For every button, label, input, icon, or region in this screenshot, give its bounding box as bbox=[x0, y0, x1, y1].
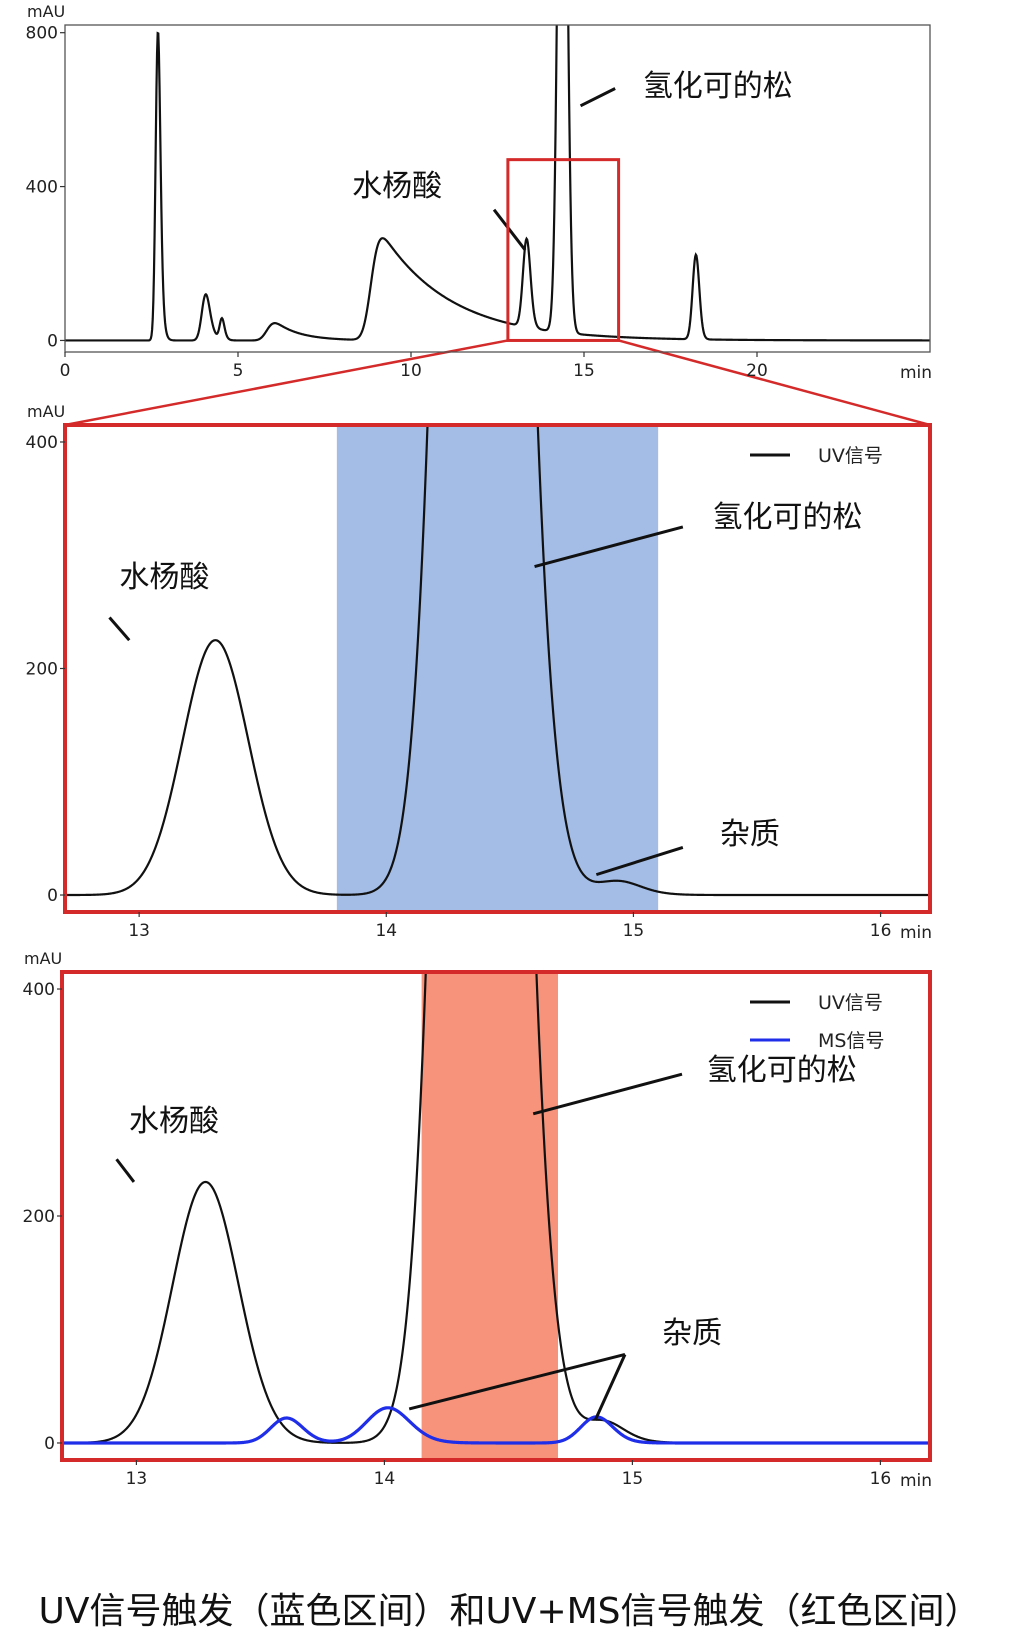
annotation-leader-line bbox=[408, 1353, 626, 1411]
x-tick-label: 13 bbox=[128, 921, 150, 941]
peak-annotation: 杂质 bbox=[720, 817, 780, 852]
peak-annotation: 氢化可的松 bbox=[643, 69, 793, 104]
annotation-leader-line bbox=[492, 208, 527, 251]
x-tick-label: 16 bbox=[870, 921, 892, 941]
x-axis-unit: min bbox=[900, 923, 932, 943]
peak-annotation: 水杨酸 bbox=[119, 560, 209, 595]
y-tick-label: 200 bbox=[23, 1207, 55, 1227]
annotation-leader-line bbox=[532, 1072, 683, 1116]
plot-area bbox=[65, 425, 930, 897]
x-tick-label: 15 bbox=[622, 1469, 644, 1489]
plot-area bbox=[65, 25, 930, 342]
blue-trigger-window bbox=[336, 425, 659, 912]
y-axis-unit: mAU bbox=[27, 2, 65, 21]
y-tick-label: 400 bbox=[23, 980, 55, 1000]
zoom-region-box bbox=[506, 158, 621, 342]
uv-signal-line bbox=[65, 25, 930, 342]
y-axis-unit: mAU bbox=[27, 402, 65, 421]
x-tick-label: 16 bbox=[870, 1469, 892, 1489]
x-tick-label: 13 bbox=[126, 1469, 148, 1489]
annotation-leader-line bbox=[534, 525, 684, 569]
ms-signal-line bbox=[62, 1406, 930, 1445]
legend-label: UV信号 bbox=[818, 445, 883, 467]
x-tick-label: 15 bbox=[623, 921, 645, 941]
annotation-leader-line bbox=[579, 87, 616, 108]
peak-annotation: 氢化可的松 bbox=[713, 500, 863, 535]
x-tick-label: 10 bbox=[400, 361, 422, 381]
annotation-leader-line bbox=[108, 616, 131, 642]
x-tick-label: 0 bbox=[60, 361, 71, 381]
y-tick-label: 400 bbox=[26, 433, 58, 453]
y-tick-label: 0 bbox=[44, 1434, 55, 1454]
peak-annotation: 水杨酸 bbox=[352, 169, 442, 204]
x-tick-label: 14 bbox=[375, 921, 397, 941]
x-tick-label: 15 bbox=[573, 361, 595, 381]
legend-label: UV信号 bbox=[818, 992, 883, 1014]
zoom-connector-left bbox=[64, 339, 509, 427]
annotation-leader-line bbox=[595, 846, 684, 877]
x-axis-unit: min bbox=[900, 363, 932, 383]
peak-annotation: 氢化可的松 bbox=[707, 1053, 857, 1088]
peak-annotation: 水杨酸 bbox=[129, 1104, 219, 1139]
x-tick-label: 20 bbox=[746, 361, 768, 381]
y-tick-label: 0 bbox=[47, 886, 58, 906]
legend-label: MS信号 bbox=[818, 1030, 884, 1052]
y-tick-label: 400 bbox=[26, 178, 58, 198]
y-tick-label: 800 bbox=[26, 24, 58, 44]
zoom-connector-right bbox=[618, 339, 931, 427]
y-tick-label: 200 bbox=[26, 660, 58, 680]
zoom-connector-lines bbox=[64, 339, 931, 427]
annotation-leader-line bbox=[593, 1353, 627, 1421]
uv-signal-line bbox=[65, 425, 930, 897]
x-tick-label: 5 bbox=[233, 361, 244, 381]
annotation-leader-line bbox=[115, 1158, 136, 1183]
y-tick-label: 0 bbox=[47, 331, 58, 351]
peak-annotation: 杂质 bbox=[662, 1316, 722, 1351]
x-axis-unit: min bbox=[900, 1471, 932, 1491]
red-trigger-window bbox=[421, 972, 558, 1460]
y-axis-unit: mAU bbox=[24, 949, 62, 968]
plot-frame bbox=[64, 24, 931, 353]
x-tick-label: 14 bbox=[374, 1469, 396, 1489]
plot-area bbox=[62, 972, 930, 1445]
figure-caption: UV信号触发（蓝色区间）和UV+MS信号触发（红色区间） bbox=[38, 1591, 981, 1632]
